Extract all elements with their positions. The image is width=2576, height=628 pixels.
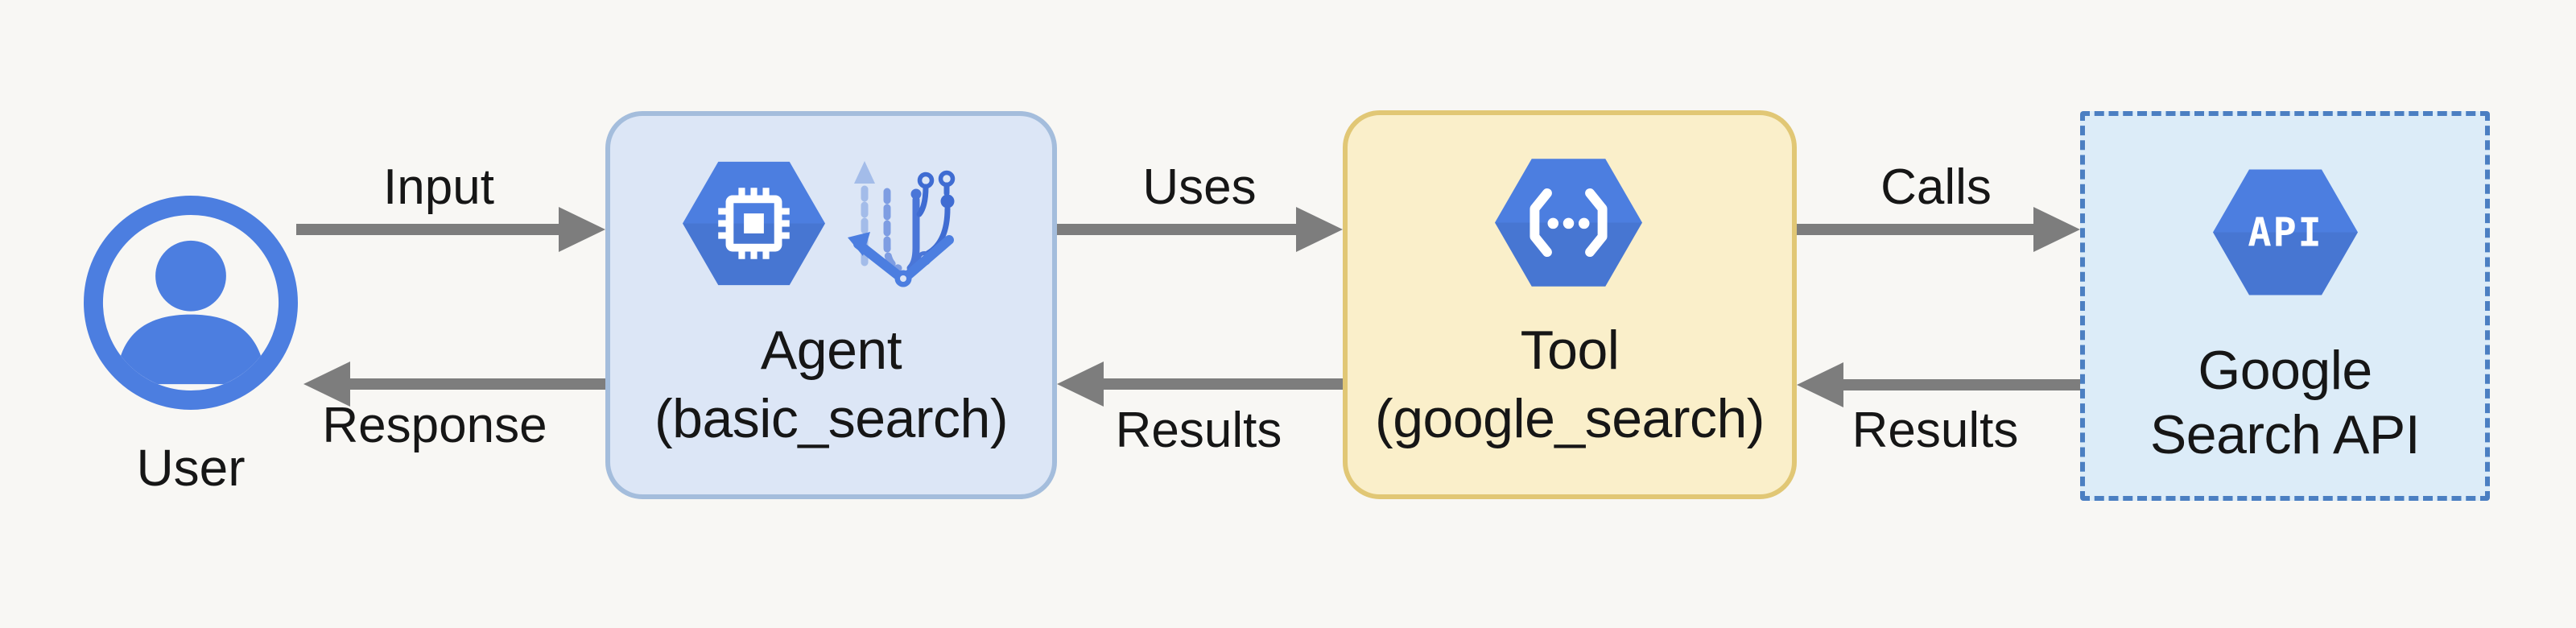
branch-flow-icon <box>848 161 956 287</box>
tool-subtitle: (google_search) <box>1375 388 1765 449</box>
calls-arrow <box>1797 207 2080 252</box>
edge-label-input: Input <box>383 159 494 215</box>
results-arrow-api-to-tool <box>1797 362 2080 407</box>
api-icon-text: API <box>2248 211 2322 256</box>
edge-label-calls: Calls <box>1880 159 1992 215</box>
edge-label-response: Response <box>322 398 547 453</box>
api-title-line2: Search API <box>2149 404 2421 465</box>
code-dots-hexagon-icon <box>1495 159 1642 287</box>
edge-label-results-1: Results <box>1115 403 1282 458</box>
agent-title: Agent <box>760 320 902 381</box>
tool-text: Tool (google_search) <box>1343 316 1797 453</box>
user-node <box>84 193 298 412</box>
user-label: User <box>136 439 246 497</box>
input-arrow <box>296 207 605 252</box>
tool-title: Tool <box>1520 320 1620 381</box>
response-arrow <box>303 362 605 407</box>
agent-subtitle: (basic_search) <box>654 388 1008 449</box>
edge-label-results-2: Results <box>1852 403 2019 458</box>
api-hexagon-icon: API <box>2213 169 2358 295</box>
user-circle-icon <box>84 196 298 410</box>
cpu-hexagon-icon <box>683 161 825 286</box>
agent-node <box>605 111 1057 499</box>
uses-arrow <box>1057 207 1343 252</box>
agent-text: Agent (basic_search) <box>605 316 1057 453</box>
api-title-line1: Google <box>2198 340 2372 401</box>
edge-label-uses: Uses <box>1142 159 1257 215</box>
results-arrow-tool-to-agent <box>1057 362 1343 407</box>
api-text: Google Search API <box>2080 338 2490 467</box>
